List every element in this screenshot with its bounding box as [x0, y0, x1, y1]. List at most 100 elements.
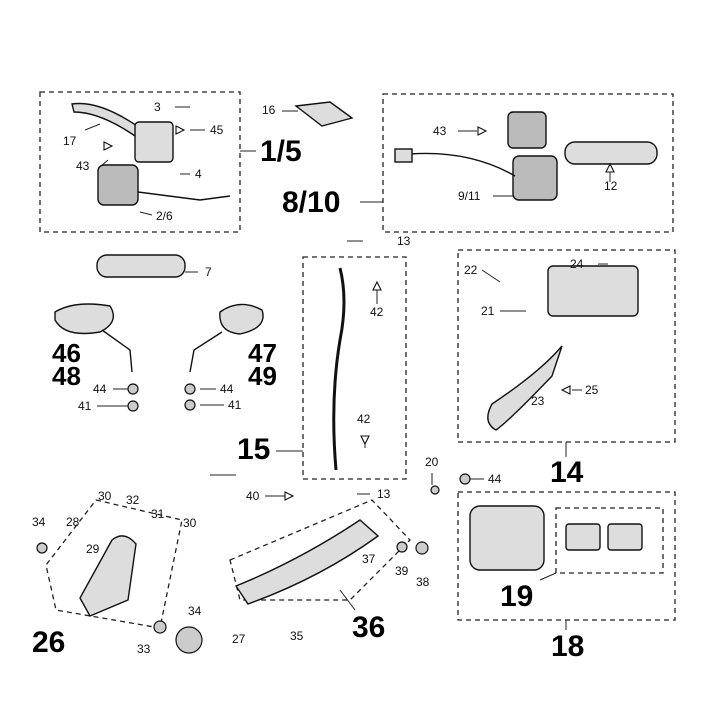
- right-mirror-stem: [189, 331, 223, 373]
- wiring-connector: [394, 148, 413, 163]
- group-label-15: 15: [237, 433, 271, 466]
- callout-34b: 34: [188, 604, 202, 618]
- group-label-48: 48: [52, 361, 81, 391]
- callout-40: 40: [246, 489, 260, 503]
- callout-44c: 44: [488, 472, 502, 486]
- caliper-support-arm: [234, 519, 380, 605]
- callout-24: 24: [570, 257, 584, 271]
- arrow-42a: [372, 280, 382, 291]
- part-34-small: [36, 542, 48, 554]
- callout-12: 12: [604, 179, 618, 193]
- callout-4: 4: [195, 167, 202, 181]
- group-box-36: [229, 499, 411, 601]
- group-box-8-10: [382, 93, 674, 233]
- bushing-39: [396, 541, 408, 553]
- callout-2-6: 2/6: [156, 209, 173, 223]
- group-label-18: 18: [551, 630, 585, 663]
- group-box-26: [45, 499, 183, 629]
- arrow-25: [560, 385, 571, 395]
- callout-33: 33: [137, 642, 151, 656]
- group-label-47: 47: [248, 338, 277, 368]
- callout-21: 21: [481, 304, 495, 318]
- group-label-36: 36: [352, 611, 386, 644]
- callout-13a: 13: [397, 234, 411, 248]
- callout-38: 38: [416, 575, 430, 589]
- group-label-14: 14: [550, 456, 584, 489]
- arrow-12: [605, 162, 615, 173]
- group-label-46: 46: [52, 338, 81, 368]
- group-box-19: [555, 507, 664, 574]
- nut-41-left: [127, 400, 139, 412]
- callout-3: 3: [154, 100, 161, 114]
- arrow-43b: [477, 126, 488, 136]
- part-33: [153, 620, 167, 634]
- callout-7: 7: [205, 265, 212, 279]
- callout-44b: 44: [220, 382, 234, 396]
- callout-22: 22: [464, 263, 478, 277]
- washer-44-center: [459, 473, 471, 485]
- callout-30a: 30: [98, 489, 112, 503]
- left-grip: [96, 254, 186, 278]
- callout-34a: 34: [32, 515, 46, 529]
- group-label-26: 26: [32, 626, 66, 659]
- washer-44-right: [184, 383, 196, 395]
- callout-44a: 44: [93, 382, 107, 396]
- brake-hose: [332, 267, 346, 471]
- arrow-40: [284, 491, 295, 501]
- callout-23: 23: [531, 394, 545, 408]
- brake-pad-left: [565, 523, 601, 551]
- brake-caliper: [469, 505, 545, 571]
- callout-25: 25: [585, 383, 599, 397]
- nut-41-right: [184, 399, 196, 411]
- right-switch-housing: [512, 155, 558, 201]
- brake-pad-right: [607, 523, 643, 551]
- left-mirror-stem: [101, 329, 133, 373]
- callout-41a: 41: [78, 399, 92, 413]
- callout-13b: 13: [377, 487, 391, 501]
- callout-20: 20: [425, 455, 439, 469]
- clutch-lever-housing: [134, 121, 174, 163]
- left-mirror: [54, 303, 114, 335]
- caliper-bracket: [79, 535, 137, 617]
- bushing-38: [415, 541, 429, 555]
- right-switch-wiring: [409, 152, 516, 177]
- right-mirror: [219, 303, 264, 335]
- callout-35: 35: [290, 629, 304, 643]
- right-grip: [564, 141, 658, 165]
- callout-28: 28: [66, 515, 80, 529]
- group-label-19: 19: [500, 580, 534, 613]
- bolt-20: [430, 485, 440, 495]
- group-label-8-10: 8/10: [282, 186, 341, 219]
- brake-master-cylinder: [547, 265, 639, 317]
- callout-43b: 43: [433, 124, 447, 138]
- callout-16: 16: [262, 103, 276, 117]
- group-box-1-5: [39, 91, 241, 233]
- callout-45: 45: [210, 123, 224, 137]
- callout-9-11: 9/11: [458, 189, 481, 203]
- washer-44-left: [127, 383, 139, 395]
- group-label-1-5: 1/5: [260, 135, 302, 168]
- left-switch-cable: [137, 191, 231, 201]
- part-27-disc: [175, 626, 203, 654]
- callout-17: 17: [63, 134, 77, 148]
- callout-30b: 30: [183, 516, 197, 530]
- clutch-lever: [71, 102, 141, 137]
- callout-39: 39: [395, 564, 409, 578]
- callout-43a: 43: [76, 159, 90, 173]
- lever-part-16: [294, 101, 354, 127]
- callout-37: 37: [362, 552, 376, 566]
- throttle-housing-upper: [507, 111, 547, 149]
- callout-31: 31: [151, 507, 165, 521]
- callout-41b: 41: [228, 398, 242, 412]
- left-switch-housing: [97, 164, 139, 206]
- arrow-42b: [360, 435, 370, 446]
- callout-27: 27: [232, 632, 246, 646]
- group-box-15: [302, 256, 407, 480]
- callout-32: 32: [126, 493, 140, 507]
- arrow-43a: [103, 141, 114, 151]
- callout-29: 29: [86, 542, 100, 556]
- callout-42b: 42: [357, 412, 371, 426]
- group-label-49: 49: [248, 361, 277, 391]
- arrow-45: [175, 125, 186, 135]
